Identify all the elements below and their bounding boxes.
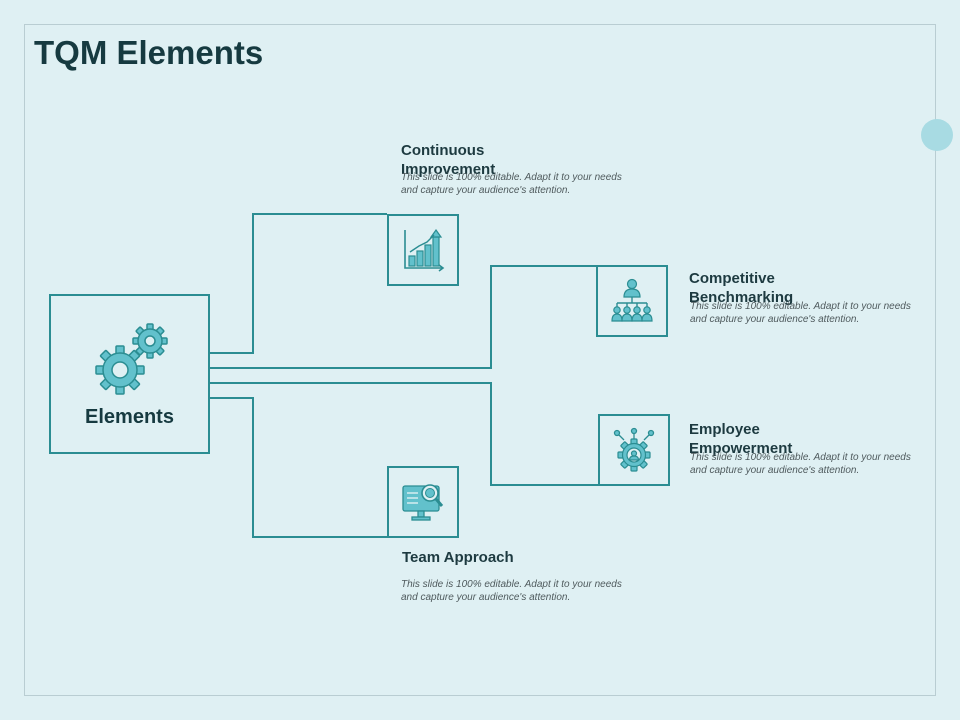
gears-icon <box>95 323 168 395</box>
continuous-improvement-icon-box <box>387 214 459 286</box>
team-approach-description: This slide is 100% editable. Adapt it to… <box>401 579 622 603</box>
employee-empowerment-description: This slide is 100% editable. Adapt it to… <box>690 452 911 476</box>
continuous-improvement-title: Continuous Improvement <box>401 142 496 178</box>
hierarchy-people-icon <box>611 278 653 322</box>
empowerment-gear-icon <box>613 427 655 472</box>
connector-competitive-benchmarking <box>210 265 596 369</box>
connector-team-approach <box>210 397 388 538</box>
slide-title: TQM Elements <box>34 34 264 71</box>
connector-employee-empowerment <box>210 382 598 486</box>
monitor-search-icon <box>402 484 444 521</box>
competitive-benchmarking-description: This slide is 100% editable. Adapt it to… <box>690 301 911 325</box>
continuous-improvement-description: This slide is 100% editable. Adapt it to… <box>401 172 622 196</box>
team-approach-title: Team Approach <box>402 549 514 566</box>
slide-frame <box>24 24 936 696</box>
elements-label: Elements <box>85 406 174 428</box>
competitive-benchmarking-title: Competitive Benchmarking <box>689 270 794 306</box>
decorative-circle <box>921 119 953 151</box>
elements-center-box: Elements <box>49 294 210 454</box>
competitive-benchmarking-icon-box <box>596 265 668 337</box>
employee-empowerment-icon-box <box>598 414 670 486</box>
connector-continuous-improvement <box>210 213 387 354</box>
employee-empowerment-title: Employee Empowerment <box>689 421 793 457</box>
team-approach-icon-box <box>387 466 459 538</box>
growth-chart-icon <box>404 228 445 272</box>
